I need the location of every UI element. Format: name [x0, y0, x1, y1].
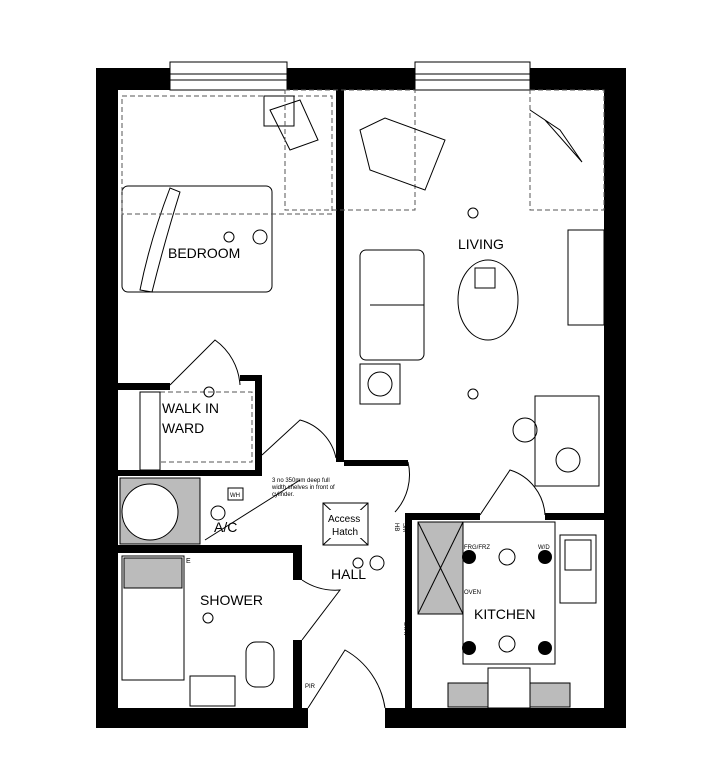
- bedroom-chair: [263, 95, 319, 151]
- fridge-freezer-label: FRG/FRZ: [464, 545, 490, 551]
- access-hatch: [322, 502, 369, 546]
- internal-walls: [118, 90, 604, 708]
- e-label: E: [186, 558, 191, 565]
- room-label-hall: HALL: [331, 566, 366, 582]
- room-label-ac: A/C: [214, 519, 237, 535]
- cylinder: [119, 477, 244, 545]
- water-heater-label: WH: [230, 493, 240, 499]
- heat-detector-label: HB: [393, 523, 399, 531]
- shower-tray: [121, 555, 275, 707]
- living-furniture: [284, 89, 605, 487]
- shelves-note: width shelves in front of: [271, 485, 335, 491]
- thermostat-label: STAT: [402, 622, 408, 637]
- wardrobe-shelves: [139, 391, 253, 471]
- room-label-shower: SHOWER: [200, 592, 263, 608]
- room-label-bedroom: BEDROOM: [168, 245, 240, 261]
- room-label-kitchen: KITCHEN: [474, 606, 535, 622]
- room-label-ward: WARD: [162, 420, 204, 436]
- smoke-detector-label: SM: [401, 523, 407, 532]
- access-hatch-label: Access: [328, 514, 360, 525]
- light-fittings: [202, 207, 479, 624]
- pir-label: PIR: [305, 684, 316, 690]
- shelves-note: cylinder.: [272, 492, 294, 498]
- shelves-note: 3 no 350mm deep full: [272, 478, 330, 484]
- room-label-walk-in: WALK IN: [162, 400, 219, 416]
- bed: [121, 95, 333, 293]
- washer-dryer-label: W/D: [538, 545, 550, 551]
- outer-walls: [96, 68, 626, 728]
- access-hatch-label: Hatch: [332, 527, 358, 538]
- room-label-living: LIVING: [458, 236, 504, 252]
- kitchen-units: [417, 521, 597, 709]
- window-bedroom: [169, 61, 288, 91]
- doors: [169, 339, 546, 709]
- window-living: [414, 61, 531, 91]
- oven-label: OVEN: [464, 590, 481, 596]
